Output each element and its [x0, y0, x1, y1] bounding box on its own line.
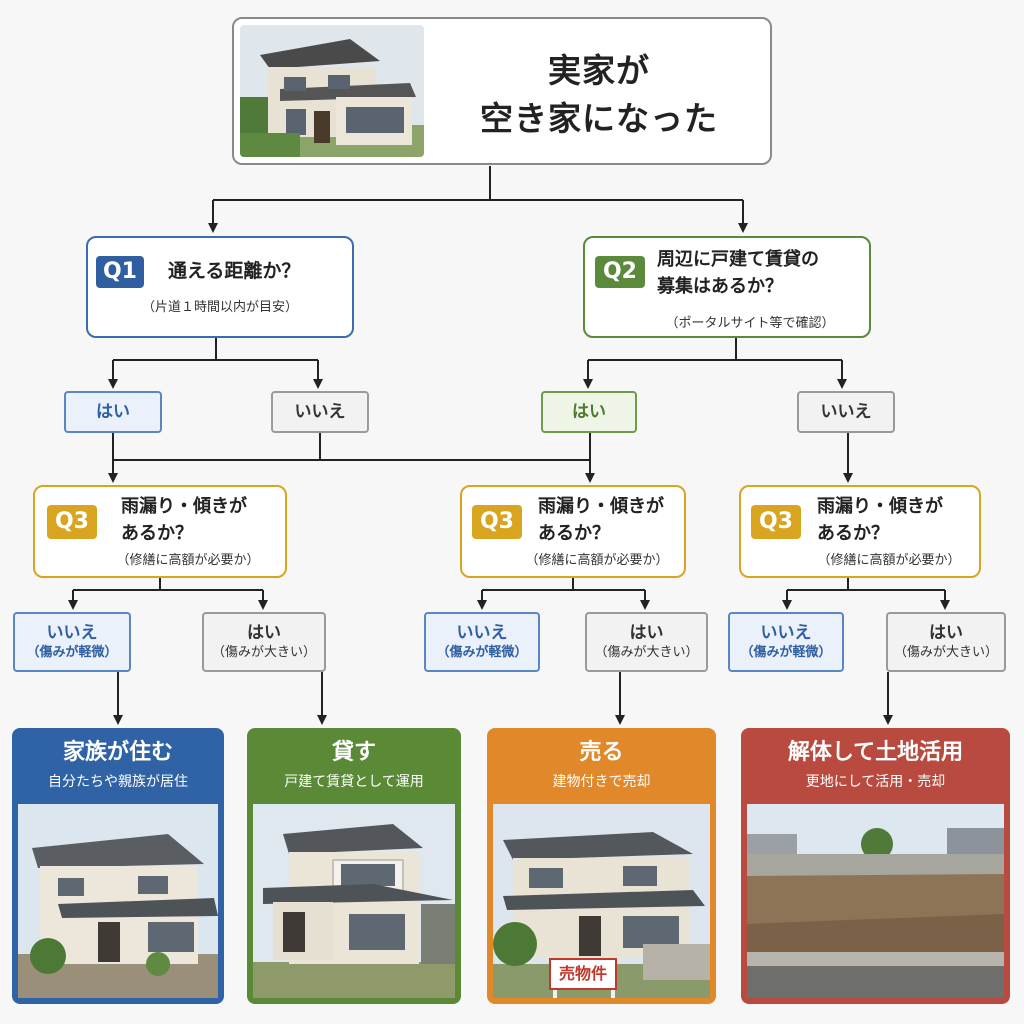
- q2-box: Q2 周辺に戸建て賃貸の 募集はあるか？ （ポータルサイト等で確認）: [583, 236, 871, 338]
- q3-box-3: Q3 雨漏り・傾きがあるか？ （修繕に高額が必要か）: [739, 485, 981, 578]
- q3-2-answer-yes-note: （傷みが大きい）: [594, 645, 699, 660]
- q3-question-2-line1: 雨漏り・傾きが: [538, 496, 664, 517]
- q3-3-answer-no-label: いいえ: [760, 623, 812, 643]
- q3-2-answer-no-label: いいえ: [456, 623, 508, 643]
- result-sub-live: 自分たちや親族が居住: [48, 774, 188, 790]
- q1-answer-yes[interactable]: はい: [64, 391, 162, 433]
- result-card-live[interactable]: 家族が住む 自分たちや親族が居住: [12, 728, 224, 1004]
- q3-question-1-line2: あるか？: [121, 523, 193, 544]
- q1-answer-yes-label: はい: [96, 402, 130, 422]
- q2-note: （ポータルサイト等で確認）: [665, 316, 835, 331]
- result-sub-sell: 建物付きで売却: [552, 774, 651, 790]
- q3-1-answer-yes-label: はい: [247, 623, 281, 643]
- start-title-line2: 空き家になった: [480, 99, 718, 138]
- q3-2-answer-yes[interactable]: はい （傷みが大きい）: [585, 612, 708, 672]
- q3-3-answer-no[interactable]: いいえ （傷みが軽微）: [728, 612, 844, 672]
- q3-3-answer-yes-label: はい: [929, 623, 963, 643]
- q3-3-answer-no-note: （傷みが軽微）: [740, 645, 832, 660]
- vacant-lot-photo: [747, 804, 1004, 998]
- result-card-demolish[interactable]: 解体して土地活用 更地にして活用・売却: [741, 728, 1010, 1004]
- q3-badge-1: Q3: [47, 505, 97, 539]
- q3-question-1-line1: 雨漏り・傾きが: [121, 496, 247, 517]
- q3-box-2: Q3 雨漏り・傾きがあるか？ （修繕に高額が必要か）: [460, 485, 686, 578]
- q3-badge-3: Q3: [751, 505, 801, 539]
- q3-question-3: 雨漏り・傾きがあるか？: [817, 493, 943, 547]
- q2-answer-yes-label: はい: [572, 402, 606, 422]
- q2-answer-yes[interactable]: はい: [541, 391, 637, 433]
- q1-question: 通える距離か？: [168, 260, 301, 282]
- q3-1-answer-no-label: いいえ: [46, 623, 98, 643]
- result-card-demolish-header: 解体して土地活用 更地にして活用・売却: [741, 728, 1010, 803]
- q1-box: Q1 通える距離か？ （片道１時間以内が目安）: [86, 236, 354, 338]
- result-title-sell: 売る: [579, 740, 624, 765]
- q3-2-answer-no-note: （傷みが軽微）: [436, 645, 528, 660]
- q3-2-answer-yes-label: はい: [629, 623, 664, 643]
- q3-question-1: 雨漏り・傾きがあるか？: [121, 493, 247, 547]
- q3-box-1: Q3 雨漏り・傾きがあるか？ （修繕に高額が必要か）: [33, 485, 287, 578]
- result-title-rent: 貸す: [331, 740, 376, 765]
- q3-1-answer-no[interactable]: いいえ （傷みが軽微）: [13, 612, 131, 672]
- q2-question-line2: 募集はあるか？: [657, 276, 783, 297]
- q3-badge-2: Q3: [472, 505, 522, 539]
- q2-question: 周辺に戸建て賃貸の 募集はあるか？: [657, 246, 819, 300]
- result-title-demolish: 解体して土地活用: [787, 740, 964, 765]
- q3-note-2: （修繕に高額が必要か）: [525, 553, 669, 568]
- result-sub-rent: 戸建て賃貸として運用: [284, 774, 424, 790]
- result-title-live: 家族が住む: [62, 740, 173, 765]
- for-sale-sign: 売物件: [549, 958, 617, 990]
- result-sub-demolish: 更地にして活用・売却: [805, 774, 946, 790]
- q3-note-3: （修繕に高額が必要か）: [817, 553, 961, 568]
- house-photo-sell: 売物件: [493, 804, 710, 998]
- start-title-line1: 実家が: [548, 51, 650, 90]
- q3-1-answer-yes[interactable]: はい （傷みが大きい）: [202, 612, 326, 672]
- result-card-live-header: 家族が住む 自分たちや親族が居住: [12, 728, 224, 803]
- q3-question-3-line2: あるか？: [817, 523, 889, 544]
- q2-badge: Q2: [595, 256, 645, 288]
- q3-question-3-line1: 雨漏り・傾きが: [817, 496, 943, 517]
- q1-badge: Q1: [96, 256, 144, 288]
- q2-answer-no-label: いいえ: [820, 402, 872, 422]
- q3-1-answer-no-note: （傷みが軽微）: [26, 645, 118, 660]
- q2-answer-no[interactable]: いいえ: [797, 391, 895, 433]
- q1-answer-no-label: いいえ: [294, 402, 346, 422]
- q2-question-line1: 周辺に戸建て賃貸の: [657, 249, 819, 270]
- start-title: 実家が 空き家になった: [434, 47, 764, 143]
- q3-3-answer-yes-note: （傷みが大きい）: [893, 645, 998, 660]
- house-photo-live: [18, 804, 218, 998]
- q3-2-answer-no[interactable]: いいえ （傷みが軽微）: [424, 612, 540, 672]
- q3-note-1: （修繕に高額が必要か）: [116, 553, 260, 568]
- q3-question-2-line2: あるか？: [538, 523, 610, 544]
- house-photo: [240, 25, 424, 157]
- q1-note: （片道１時間以内が目安）: [141, 300, 298, 315]
- q1-answer-no[interactable]: いいえ: [271, 391, 369, 433]
- house-photo-rent: [253, 804, 455, 998]
- result-card-rent[interactable]: 貸す 戸建て賃貸として運用: [247, 728, 461, 1004]
- result-card-sell[interactable]: 売る 建物付きで売却 売物件: [487, 728, 716, 1004]
- q3-3-answer-yes[interactable]: はい （傷みが大きい）: [886, 612, 1006, 672]
- start-box: 実家が 空き家になった: [232, 17, 772, 165]
- q3-question-2: 雨漏り・傾きがあるか？: [538, 493, 664, 547]
- result-card-rent-header: 貸す 戸建て賃貸として運用: [247, 728, 461, 803]
- result-card-sell-header: 売る 建物付きで売却: [487, 728, 716, 803]
- q3-1-answer-yes-note: （傷みが大きい）: [211, 645, 316, 660]
